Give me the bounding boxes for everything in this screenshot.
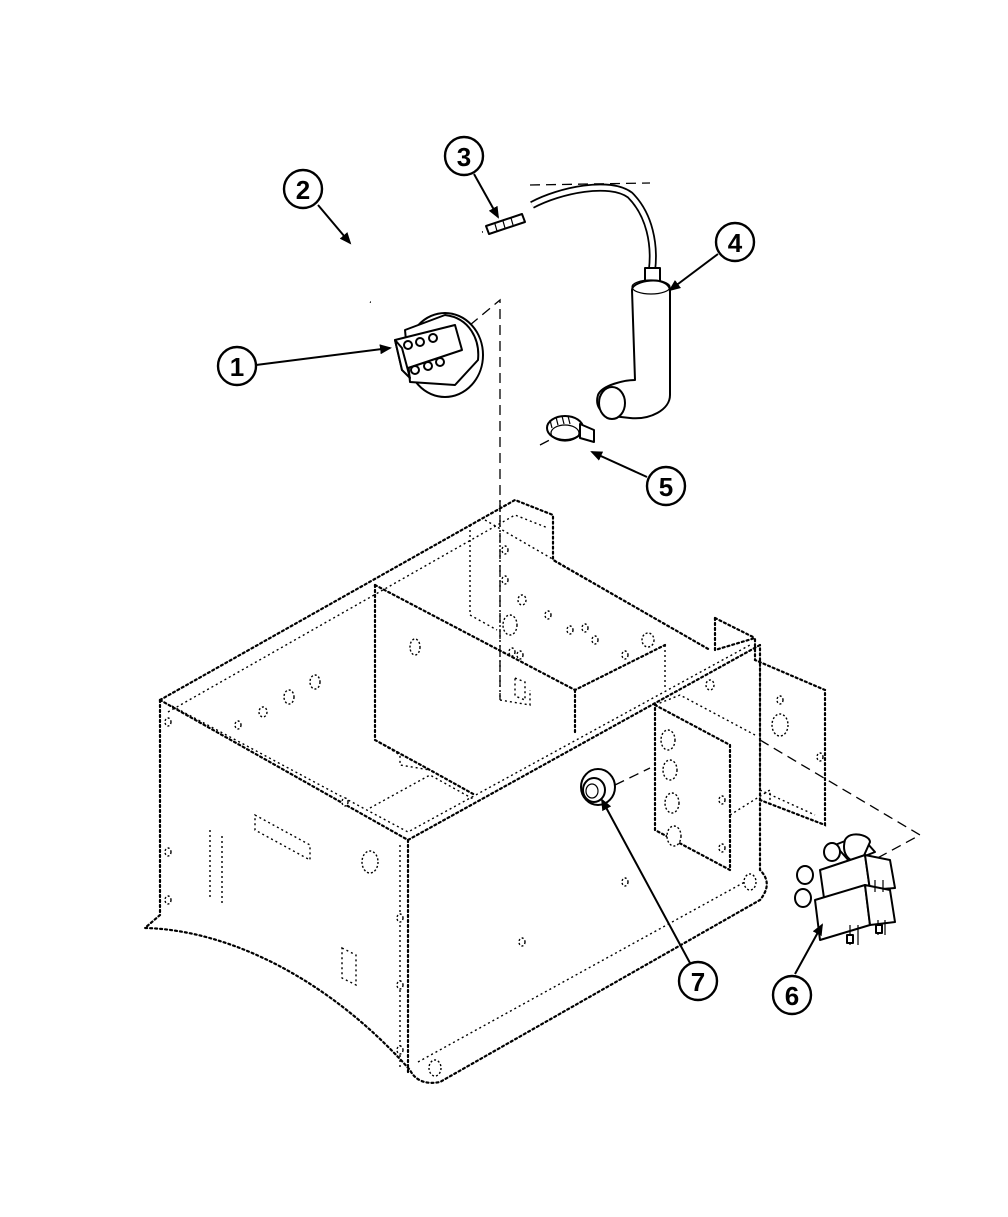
callout-2-label: 2 [296, 175, 310, 205]
callout-6-label: 6 [785, 981, 799, 1011]
callout-5-label: 5 [659, 472, 673, 502]
callout-5: 5 [647, 467, 685, 505]
part-connector [486, 214, 525, 234]
vent-slots [210, 830, 222, 906]
callout-1: 1 [218, 347, 256, 385]
callout-1-label: 1 [230, 352, 244, 382]
callout-6: 6 [773, 976, 811, 1014]
part-pressure-switch [395, 313, 483, 397]
mounting-holes [165, 546, 823, 1076]
part-pressure-tube [532, 188, 670, 419]
callout-3: 3 [445, 137, 483, 175]
callout-7-label: 7 [691, 967, 705, 997]
part-hose [344, 232, 482, 302]
callout-4: 4 [716, 223, 754, 261]
callout-7: 7 [679, 962, 717, 1000]
cabinet-base [145, 500, 825, 1083]
part-water-valve [795, 834, 895, 945]
part-hose-clamp [547, 416, 594, 442]
callout-2: 2 [284, 170, 322, 208]
callout-3-label: 3 [457, 142, 471, 172]
leader-lines [256, 174, 822, 974]
alignment-lines [470, 183, 920, 862]
callout-4-label: 4 [728, 228, 743, 258]
part-grommet [581, 769, 615, 805]
